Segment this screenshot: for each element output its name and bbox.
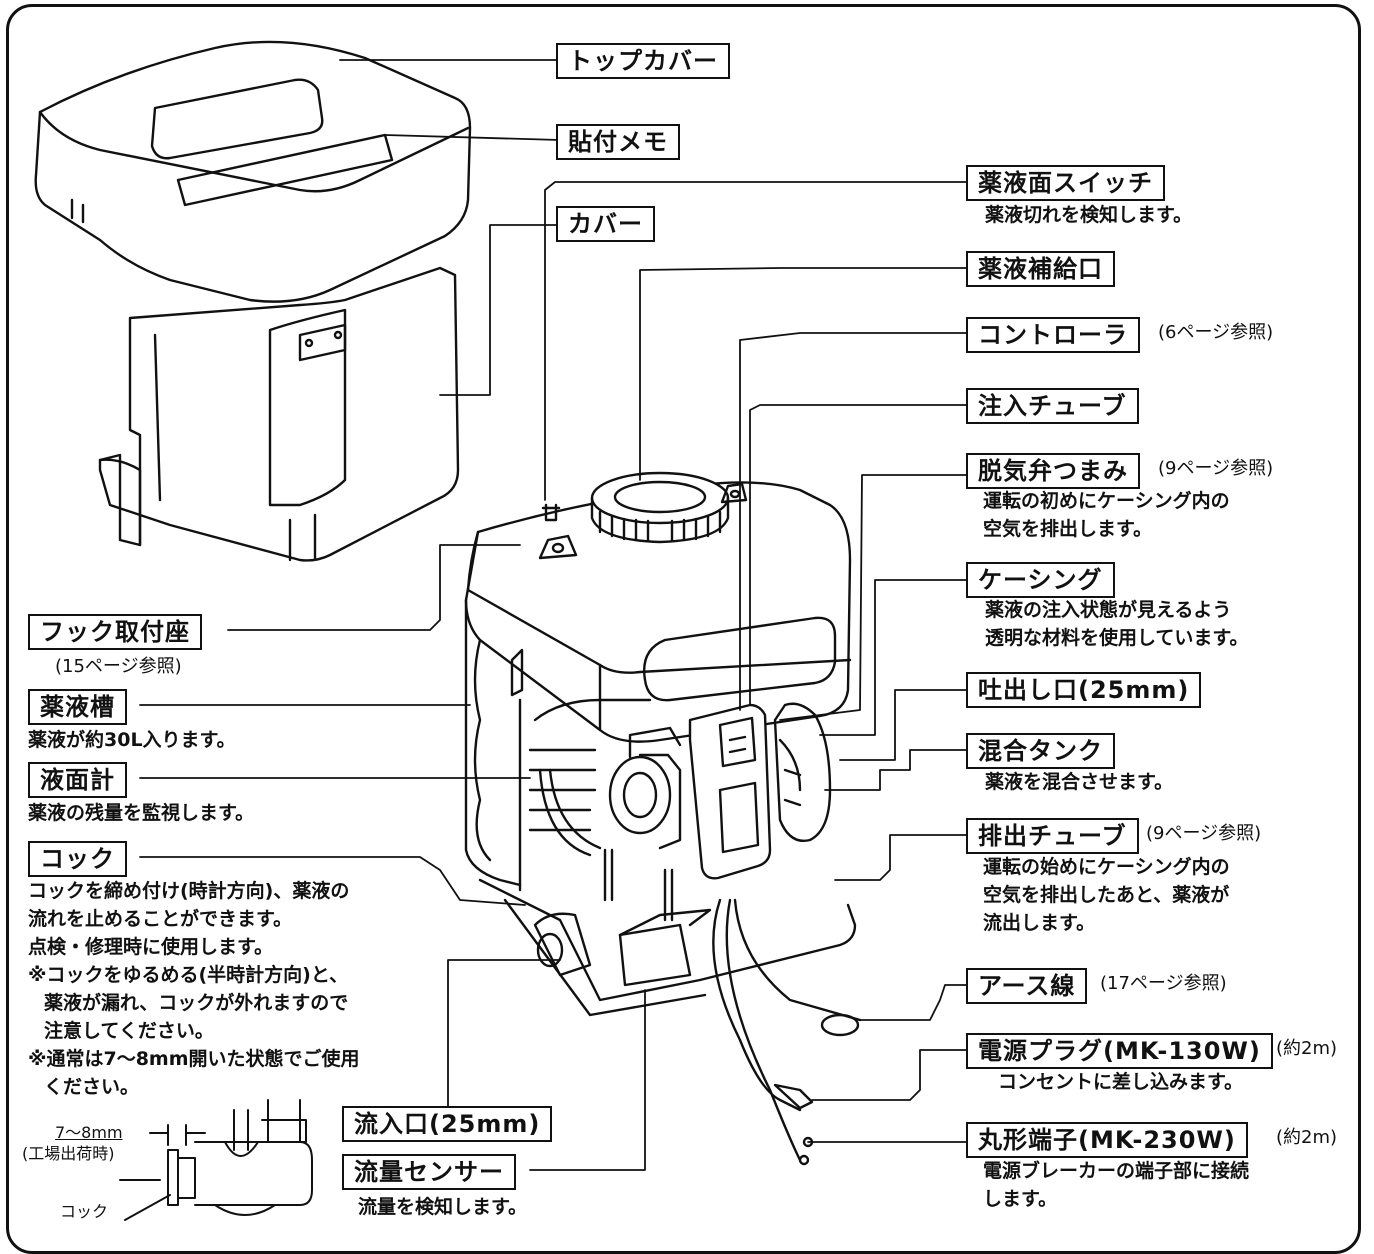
note-level-switch: 薬液切れを検知します。 [985, 204, 1193, 226]
dimension-value: 7～8mm [55, 1123, 123, 1142]
note-degas-1: 運転の初めにケーシング内の [983, 490, 1230, 512]
label-terminal: 丸形端子(MK-230W) [966, 1122, 1248, 1158]
label-tank: 薬液槽 [28, 689, 127, 725]
note-degas-2: 空気を排出します。 [983, 518, 1153, 540]
ref-controller: (6ページ参照) [1158, 322, 1274, 343]
label-outlet: 吐出し口(25mm) [966, 672, 1202, 708]
note-mixing-tank: 薬液を混合させます。 [985, 771, 1174, 793]
label-flow-sensor: 流量センサー [342, 1154, 516, 1190]
label-top-cover: トップカバー [556, 43, 730, 79]
note-casing-2: 透明な材料を使用しています。 [985, 627, 1249, 649]
label-injection-tube: 注入チューブ [966, 388, 1139, 424]
label-inlet: 流入口(25mm) [342, 1106, 553, 1142]
main-unit-drawing [464, 471, 862, 1166]
label-controller: コントローラ [966, 317, 1140, 353]
cock-detail-label: コック [60, 1202, 109, 1221]
note-cock-4: ※コックをゆるめる(半時計方向)と、 [28, 964, 349, 986]
note-cock-8: ください。 [44, 1076, 140, 1098]
note-cock-5: 薬液が漏れ、コックが外れますので [44, 992, 349, 1014]
label-drain-tube: 排出チューブ [966, 818, 1139, 854]
note-cock-6: 注意してください。 [44, 1020, 214, 1042]
label-plug: 電源プラグ(MK-130W) [966, 1033, 1273, 1069]
ref-earth: (17ページ参照) [1100, 973, 1227, 994]
note-cock-1: コックを締め付け(時計方向)、薬液の [28, 880, 350, 902]
label-cock: コック [28, 841, 127, 877]
label-hook-seat: フック取付座 [28, 614, 202, 650]
note-cock-7: ※通常は7～8mm開いた状態でご使用 [28, 1048, 360, 1070]
label-mixing-tank: 混合タンク [966, 733, 1115, 769]
top-cover-drawing [34, 40, 472, 303]
note-casing-1: 薬液の注入状態が見えるよう [985, 599, 1232, 621]
ref-hook-seat: (15ページ参照) [55, 656, 182, 677]
ref-plug: (約2m) [1276, 1038, 1338, 1059]
cover-drawing [98, 266, 460, 562]
label-degas-knob: 脱気弁つまみ [966, 453, 1140, 489]
label-earth: アース線 [966, 968, 1088, 1004]
note-cock-2: 流れを止めることができます。 [28, 908, 293, 930]
label-gauge: 液面計 [28, 762, 127, 798]
note-drain-1: 運転の始めにケーシング内の [983, 856, 1230, 878]
cock-detail-drawing [119, 1099, 313, 1221]
ref-drain: (9ページ参照) [1146, 823, 1262, 844]
label-level-switch: 薬液面スイッチ [966, 165, 1165, 201]
note-drain-2: 空気を排出したあと、薬液が [983, 884, 1230, 906]
dimension-note: (工場出荷時) [22, 1144, 115, 1163]
label-memo: 貼付メモ [556, 124, 680, 160]
note-terminal-1: 電源ブレーカーの端子部に接続 [983, 1160, 1250, 1182]
note-cock-3: 点検・修理時に使用します。 [28, 936, 274, 958]
note-gauge: 薬液の残量を監視します。 [28, 802, 255, 824]
ref-degas: (9ページ参照) [1158, 458, 1274, 479]
leader-lines [139, 59, 971, 1171]
label-refill-port: 薬液補給口 [966, 251, 1115, 287]
note-plug: コンセントに差し込みます。 [998, 1071, 1244, 1093]
ref-terminal: (約2m) [1276, 1127, 1338, 1148]
note-terminal-2: します。 [983, 1188, 1058, 1210]
note-tank: 薬液が約30L入ります。 [28, 729, 236, 751]
note-drain-3: 流出します。 [983, 912, 1096, 934]
label-casing: ケーシング [966, 562, 1115, 598]
label-cover: カバー [556, 206, 655, 242]
note-flow-sensor: 流量を検知します。 [358, 1196, 528, 1218]
